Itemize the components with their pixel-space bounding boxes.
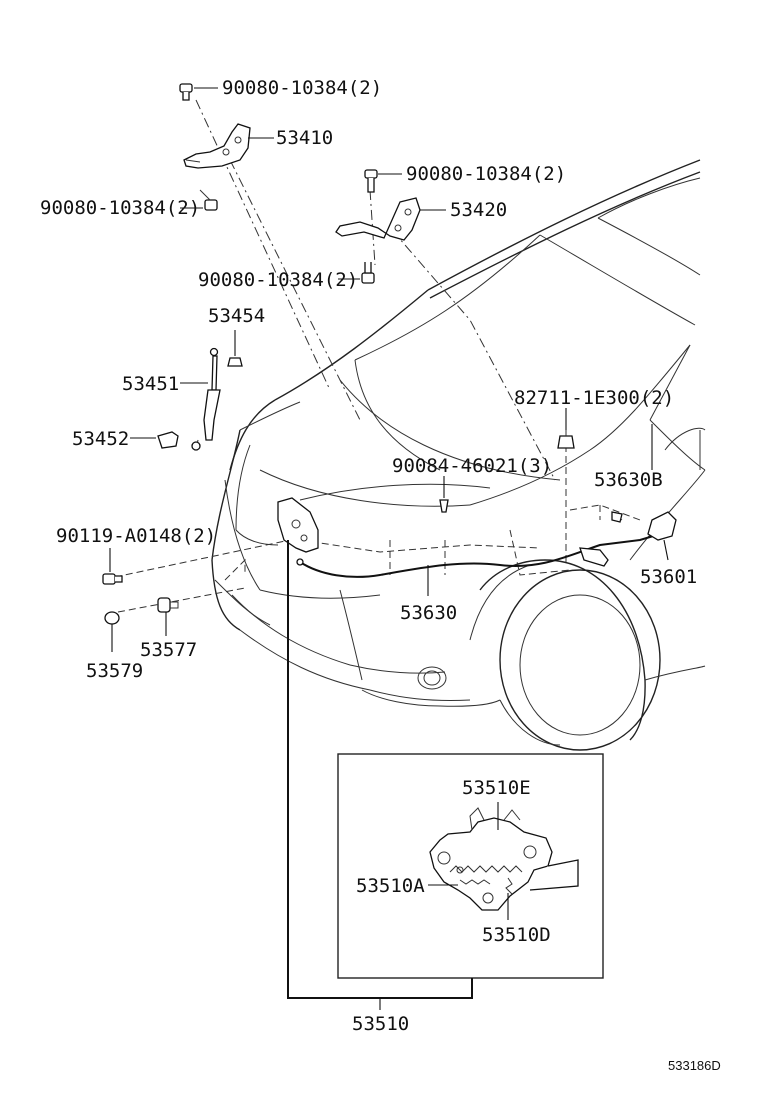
hood-hinge-53420 <box>335 197 421 241</box>
label-90080-10384-right: 90080-10384(2) <box>406 163 566 185</box>
cap-53454 <box>227 357 243 367</box>
part-labels: 90080-10384(2) 53410 90080-10384(2) 5342… <box>40 77 721 1073</box>
cushion-53577 <box>157 597 179 613</box>
label-53510: 53510 <box>352 1013 409 1035</box>
label-53577: 53577 <box>140 639 197 661</box>
label-53630B: 53630B <box>594 469 663 491</box>
diagram-code: 533186D <box>668 1058 721 1073</box>
label-53420: 53420 <box>450 199 507 221</box>
release-cable-53630 <box>296 533 661 578</box>
cushion-53579 <box>104 611 120 625</box>
label-82711-1E300: 82711-1E300(2) <box>514 387 674 409</box>
release-lever-53601 <box>647 511 677 541</box>
label-90119-A0148: 90119-A0148(2) <box>56 525 216 547</box>
hood-support-rod-53451 <box>191 347 221 451</box>
bolt-90080-10384-right <box>364 169 378 193</box>
assembly-dashed-lines <box>114 99 567 613</box>
screw-90119-A0148 <box>102 573 123 585</box>
label-53579: 53579 <box>86 660 143 682</box>
label-90084-46021: 90084-46021(3) <box>392 455 552 477</box>
label-53510E: 53510E <box>462 777 531 799</box>
leader-lines <box>109 87 669 1010</box>
label-53452: 53452 <box>72 428 129 450</box>
bolt-90080-10384-mid <box>361 262 375 284</box>
label-53510D: 53510D <box>482 924 551 946</box>
label-90080-10384-mid: 90080-10384(2) <box>198 269 358 291</box>
label-53451: 53451 <box>122 373 179 395</box>
holder-53452 <box>157 431 179 449</box>
clip-82711-1E300 <box>557 430 575 449</box>
bolt-90080-10384-left <box>199 189 218 211</box>
label-53454: 53454 <box>208 305 265 327</box>
label-90080-10384-left: 90080-10384(2) <box>40 197 200 219</box>
clip-90084-46021 <box>439 499 449 513</box>
release-cable-53630B <box>579 511 623 567</box>
hood-lock-inset <box>337 753 604 979</box>
label-53630: 53630 <box>400 602 457 624</box>
label-53601: 53601 <box>640 566 697 588</box>
hood-hinge-53410 <box>183 123 251 169</box>
label-90080-10384-top: 90080-10384(2) <box>222 77 382 99</box>
bolt-90080-10384-top <box>179 83 193 101</box>
hood-lock <box>277 497 319 553</box>
label-53510A: 53510A <box>356 875 425 897</box>
label-53410: 53410 <box>276 127 333 149</box>
